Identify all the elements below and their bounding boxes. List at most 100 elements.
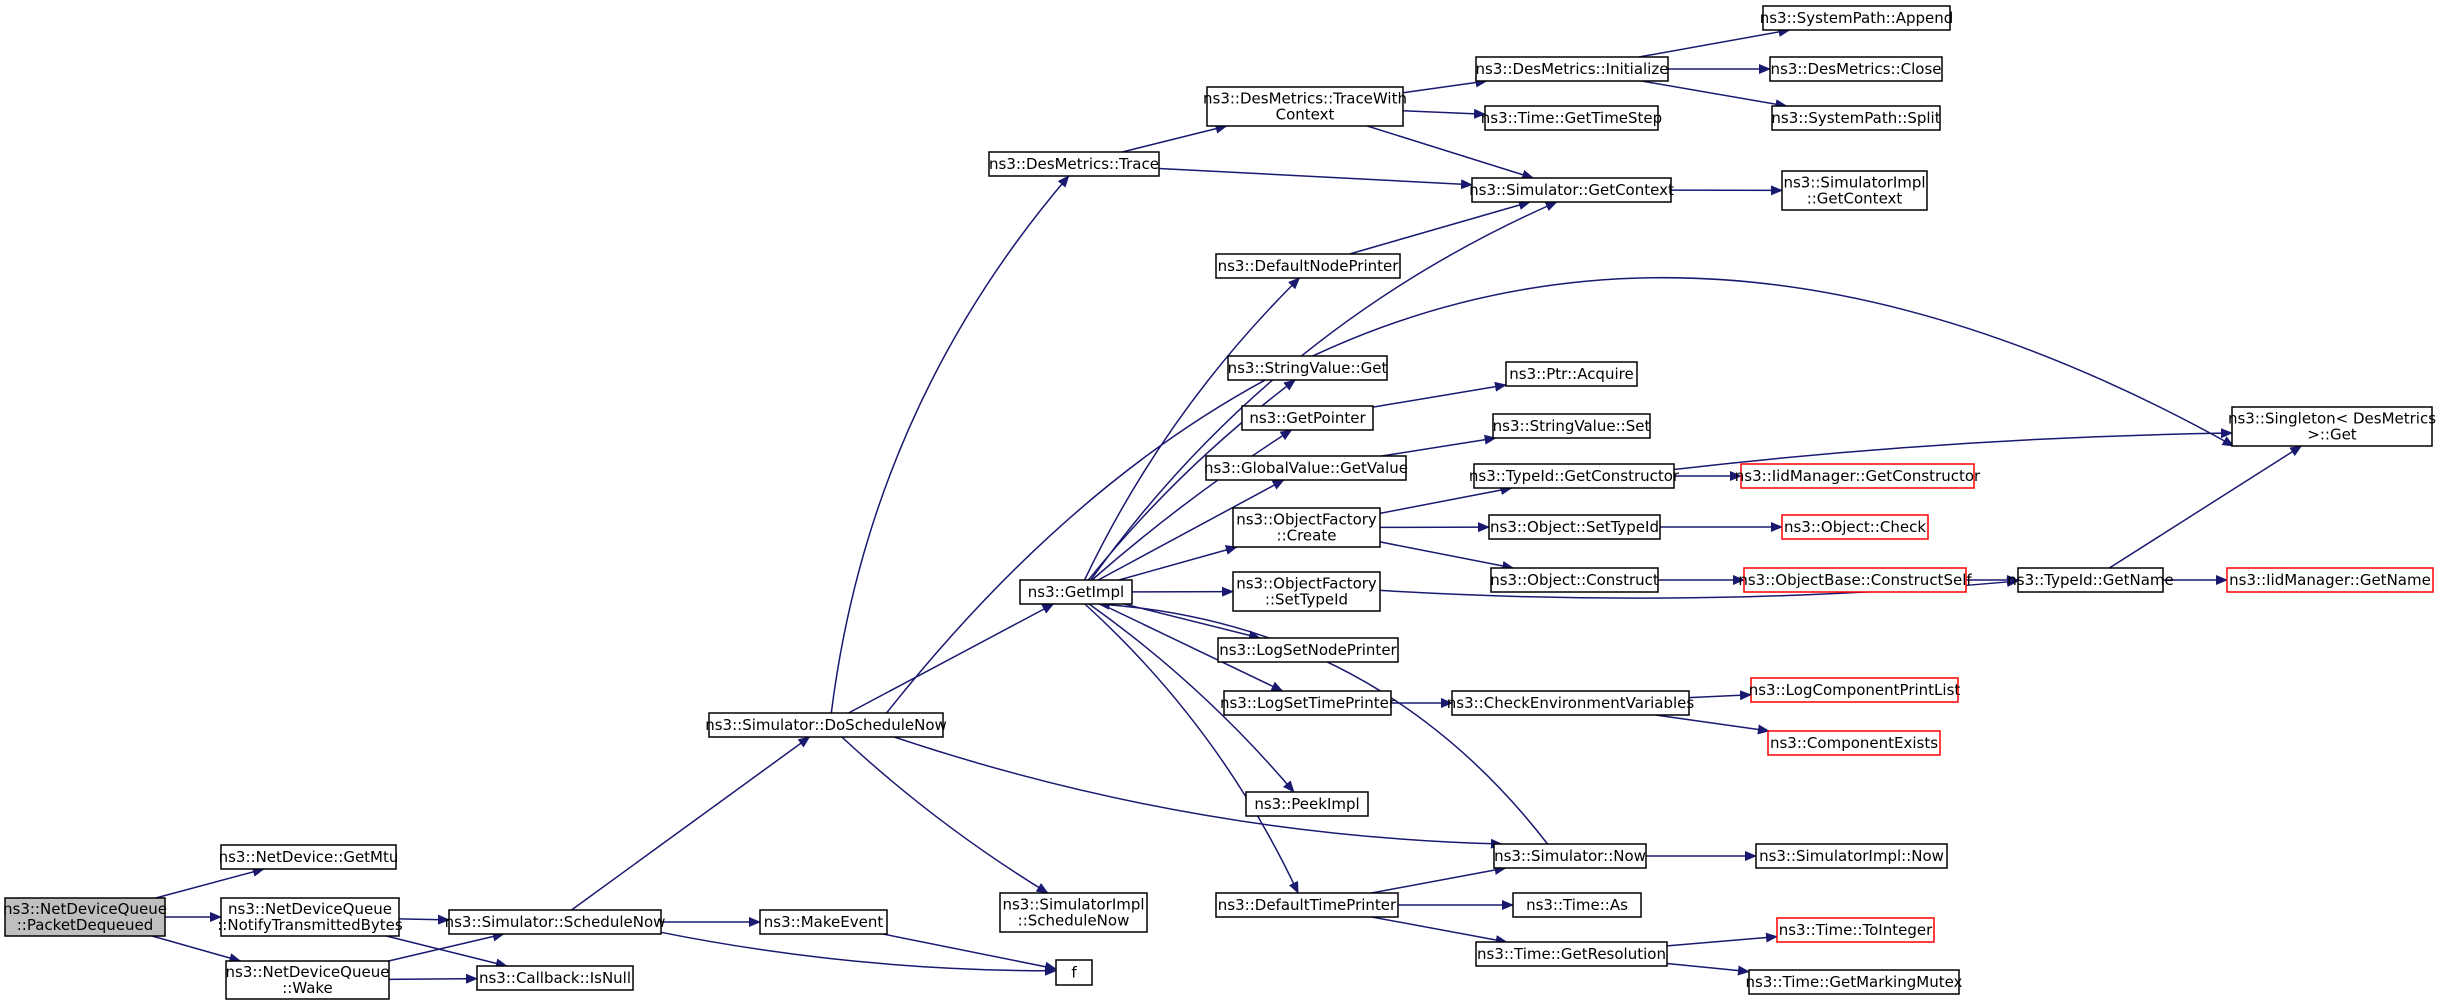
node-label: ::Wake xyxy=(282,979,333,997)
call-edge-time-get-resolution-to-time-to-integer xyxy=(1666,932,1778,947)
node-globalvalue-getvalue[interactable]: ns3::GlobalValue::GetValue xyxy=(1204,455,1408,481)
node-schedule-now[interactable]: ns3::Simulator::ScheduleNow xyxy=(445,909,666,935)
call-edge-trace-with-context-to-time-get-timestep xyxy=(1402,108,1486,119)
node-log-set-node-printer[interactable]: ns3::LogSetNodePrinter xyxy=(1217,637,1399,663)
call-edge-get-impl-to-log-set-time-printer xyxy=(1100,603,1284,692)
node-label: ns3::StringValue::Set xyxy=(1493,417,1651,435)
node-label: ::SetTypeId xyxy=(1265,591,1348,609)
node-box xyxy=(1205,455,1407,481)
node-box xyxy=(1451,690,1690,716)
node-get-impl[interactable]: ns3::GetImpl xyxy=(1019,579,1133,605)
node-label: ns3::PeekImpl xyxy=(1254,795,1359,813)
node-box xyxy=(1475,56,1669,82)
node-box xyxy=(1505,361,1638,387)
node-object-construct[interactable]: ns3::Object::Construct xyxy=(1490,567,1659,593)
node-systempath-append[interactable]: ns3::SystemPath::Append xyxy=(1760,5,1954,31)
node-label: ns3::MakeEvent xyxy=(764,913,884,931)
node-box xyxy=(220,844,397,870)
call-edge-trace-with-context-to-des-initialize xyxy=(1402,77,1488,94)
call-edge-des-trace-to-trace-with-context xyxy=(1122,123,1228,153)
node-box xyxy=(2231,406,2433,447)
node-box xyxy=(1055,959,1093,986)
node-default-time-printer[interactable]: ns3::DefaultTimePrinter xyxy=(1215,892,1399,918)
node-box xyxy=(1488,514,1661,540)
node-is-null[interactable]: ns3::Callback::IsNull xyxy=(476,965,634,991)
node-object-settypeid[interactable]: ns3::Object::SetTypeId xyxy=(1488,514,1661,540)
node-label: ns3::Time::ToInteger xyxy=(1779,921,1933,939)
node-des-close[interactable]: ns3::DesMetrics::Close xyxy=(1769,56,1943,82)
node-des-initialize[interactable]: ns3::DesMetrics::Initialize xyxy=(1475,56,1669,82)
node-time-get-timestep[interactable]: ns3::Time::GetTimeStep xyxy=(1481,105,1662,131)
node-objectbase-constructself[interactable]: ns3::ObjectBase::ConstructSelf xyxy=(1738,567,1972,593)
node-box xyxy=(1767,730,1941,756)
node-get-mtu[interactable]: ns3::NetDevice::GetMtu xyxy=(219,844,399,870)
node-f[interactable]: f xyxy=(1055,959,1093,986)
node-log-component-print-list[interactable]: ns3::LogComponentPrintList xyxy=(1749,677,1961,703)
node-label: ns3::Simulator::GetContext xyxy=(1469,181,1674,199)
node-box xyxy=(708,712,944,738)
call-edge-do-schedule-now-to-get-impl xyxy=(848,603,1055,714)
node-component-exists[interactable]: ns3::ComponentExists xyxy=(1767,730,1941,756)
call-edge-notify-tx-to-is-null xyxy=(386,935,508,969)
node-iid-get-constructor[interactable]: ns3::IidManager::GetConstructor xyxy=(1735,463,1981,489)
node-object-check[interactable]: ns3::Object::Check xyxy=(1781,514,1929,540)
node-label: ns3::GetPointer xyxy=(1249,409,1366,427)
call-edge-des-trace-to-sim-get-context xyxy=(1158,167,1473,190)
node-box xyxy=(759,909,888,935)
node-objectfactory-create[interactable]: ns3::ObjectFactory::Create xyxy=(1232,507,1381,548)
node-stringvalue-set[interactable]: ns3::StringValue::Set xyxy=(1492,413,1651,439)
node-objectfactory-settypeid[interactable]: ns3::ObjectFactory::SetTypeId xyxy=(1232,571,1381,612)
node-simimpl-schedule-now[interactable]: ns3::SimulatorImpl::ScheduleNow xyxy=(999,892,1148,933)
call-edge-get-impl-to-default-node-printer xyxy=(1083,277,1301,581)
node-time-get-marking-mutex[interactable]: ns3::Time::GetMarkingMutex xyxy=(1746,969,1963,995)
node-simimpl-now[interactable]: ns3::SimulatorImpl::Now xyxy=(1755,843,1948,869)
node-label: ns3::IidManager::GetConstructor xyxy=(1735,467,1981,485)
node-time-to-integer[interactable]: ns3::Time::ToInteger xyxy=(1776,917,1935,943)
node-notify-tx[interactable]: ns3::NetDeviceQueue::NotifyTransmittedBy… xyxy=(217,897,403,937)
node-default-node-printer[interactable]: ns3::DefaultNodePrinter xyxy=(1215,253,1401,279)
node-peek-impl[interactable]: ns3::PeekImpl xyxy=(1245,791,1369,817)
node-des-trace[interactable]: ns3::DesMetrics::Trace xyxy=(988,151,1160,177)
node-check-env-vars[interactable]: ns3::CheckEnvironmentVariables xyxy=(1447,690,1695,716)
node-time-get-resolution[interactable]: ns3::Time::GetResolution xyxy=(1475,941,1668,967)
node-label: ns3::Simulator::DoScheduleNow xyxy=(705,716,947,734)
node-get-pointer[interactable]: ns3::GetPointer xyxy=(1241,405,1374,431)
node-wake[interactable]: ns3::NetDeviceQueue::Wake xyxy=(225,960,390,1000)
node-box xyxy=(1740,463,1975,489)
node-simimpl-get-context[interactable]: ns3::SimulatorImpl::GetContext xyxy=(1781,170,1928,211)
node-sim-get-context[interactable]: ns3::Simulator::GetContext xyxy=(1469,177,1674,203)
node-label: ns3::LogSetTimePrinter xyxy=(1220,694,1396,712)
node-ptr-acquire[interactable]: ns3::Ptr::Acquire xyxy=(1505,361,1638,387)
node-log-set-time-printer[interactable]: ns3::LogSetTimePrinter xyxy=(1220,690,1396,716)
node-label: ns3::SystemPath::Split xyxy=(1771,109,1940,127)
node-typeid-getname[interactable]: ns3::TypeId::GetName xyxy=(2007,567,2174,593)
node-do-schedule-now[interactable]: ns3::Simulator::DoScheduleNow xyxy=(705,712,947,738)
node-singleton-get[interactable]: ns3::Singleton< DesMetrics >::Get xyxy=(2228,406,2436,447)
node-iid-getname[interactable]: ns3::IidManager::GetName xyxy=(2226,567,2434,593)
call-edge-make-event-to-f xyxy=(882,933,1057,972)
call-edge-packet-dequeued-to-wake xyxy=(151,935,242,963)
call-edge-get-pointer-to-ptr-acquire xyxy=(1372,381,1507,408)
call-edge-schedule-now-to-f xyxy=(660,931,1057,976)
node-time-as[interactable]: ns3::Time::As xyxy=(1512,892,1642,918)
call-edge-get-impl-to-peek-impl xyxy=(1088,603,1295,793)
node-box xyxy=(1471,177,1672,203)
node-label: Context xyxy=(1276,106,1335,124)
node-box xyxy=(1232,571,1381,612)
node-box xyxy=(1743,567,1967,593)
node-box xyxy=(1771,105,1941,131)
node-stringvalue-get[interactable]: ns3::StringValue::Get xyxy=(1227,355,1388,381)
node-systempath-split[interactable]: ns3::SystemPath::Split xyxy=(1771,105,1941,131)
node-make-event[interactable]: ns3::MakeEvent xyxy=(759,909,888,935)
node-label: ns3::TypeId::GetName xyxy=(2007,571,2173,589)
node-label: ns3::ComponentExists xyxy=(1770,734,1938,752)
node-label: ns3::DesMetrics::TraceWith xyxy=(1203,90,1407,108)
node-sim-now[interactable]: ns3::Simulator::Now xyxy=(1493,843,1647,869)
call-edge-schedule-now-to-do-schedule-now xyxy=(571,736,811,911)
node-label: ns3::ObjectBase::ConstructSelf xyxy=(1738,571,1972,589)
node-typeid-get-constructor[interactable]: ns3::TypeId::GetConstructor xyxy=(1469,463,1680,489)
node-box xyxy=(2226,567,2434,593)
node-box xyxy=(1475,941,1668,967)
node-packet-dequeued[interactable]: ns3::NetDeviceQueue::PacketDequeued xyxy=(3,897,167,937)
